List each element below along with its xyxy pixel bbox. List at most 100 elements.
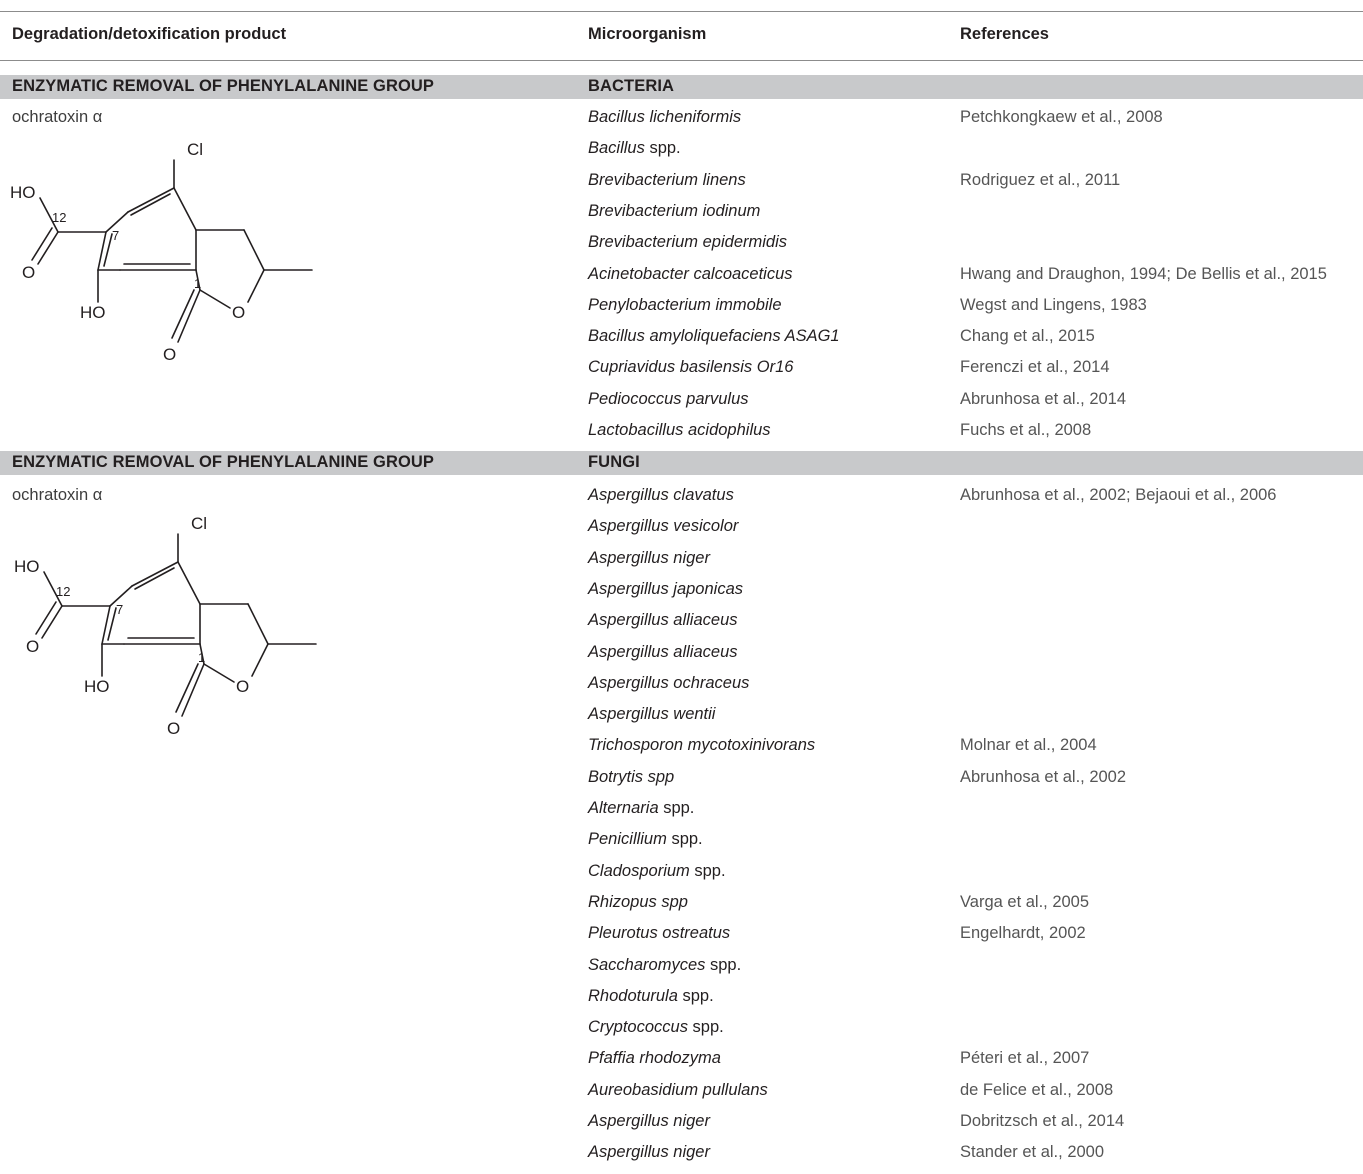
- species-name: Pleurotus ostreatus: [588, 924, 731, 943]
- table-row: Brevibacterium epidermidis: [0, 233, 1363, 264]
- reference-cell: Petchkongkaew et al., 2008: [960, 108, 1163, 126]
- reference-cell: Abrunhosa et al., 2014: [960, 389, 1127, 408]
- ochratoxin-alpha-structure: Cl HO HO O O O 12 7 1: [14, 514, 317, 738]
- table-row: Botrytis spp Abrunhosa et al., 2002: [0, 768, 1363, 799]
- reference-cell: de Felice et al., 2008: [960, 1080, 1114, 1099]
- reference-cell: Fuchs et al., 2008: [960, 421, 1092, 439]
- microorganism-cell: Aspergillus vesicolor: [588, 517, 738, 536]
- microorganism-cell: Brevibacterium iodinum: [588, 202, 760, 221]
- microorganism-cell: Pediococcus parvulus: [588, 390, 749, 409]
- table-row: Cryptococcus spp.: [0, 1018, 1363, 1049]
- species-name: Penylobacterium immobile: [588, 295, 782, 314]
- carbon-number-7: 7: [112, 228, 119, 243]
- microorganism-cell: Aspergillus japonicas: [588, 580, 743, 599]
- reference-cell: Chang et al., 2015: [960, 327, 1095, 346]
- lactone-oxygen-label: O: [167, 719, 180, 738]
- microorganism-cell: Aspergillus ochraceus: [588, 674, 749, 693]
- microorganism-cell: Aspergillus wentii: [588, 705, 715, 724]
- microorganism-cell: Pfaffia rhodozyma: [588, 1049, 721, 1068]
- microorganism-cell: Brevibacterium epidermidis: [588, 233, 787, 252]
- species-suffix: spp.: [689, 861, 726, 880]
- table-row: Penicillium spp.: [0, 830, 1363, 861]
- section-bar-fungi: ENZYMATIC REMOVAL OF PHENYLALANINE GROUP…: [0, 451, 1363, 475]
- microorganism-cell: Lactobacillus acidophilus: [588, 421, 771, 440]
- microorganism-cell: Rhodoturula spp.: [588, 987, 714, 1006]
- microorganism-cell: Cupriavidus basilensis Or16: [588, 358, 793, 377]
- microorganism-cell: Penicillium spp.: [588, 830, 703, 849]
- table-row: Brevibacterium linens Rodriguez et al., 2…: [0, 171, 1363, 202]
- table-top-rule: [0, 11, 1363, 12]
- microorganism-cell: Trichosporon mycotoxinivorans: [588, 736, 815, 755]
- microorganism-cell: Penylobacterium immobile: [588, 296, 782, 315]
- species-suffix: spp.: [687, 1018, 724, 1037]
- ring-oxygen-label: O: [236, 677, 249, 696]
- hydroxyl-bottom-label: HO: [84, 677, 110, 696]
- product-name: ochratoxin α: [12, 108, 103, 126]
- section-group-label: FUNGI: [588, 453, 640, 471]
- microorganism-cell: Aureobasidium pullulans: [588, 1081, 768, 1100]
- table-row: Rhodoturula spp.: [0, 987, 1363, 1018]
- species-name: Aspergillus japonicas: [588, 579, 744, 598]
- species-name: Bacillus: [588, 139, 645, 158]
- species-name: Rhodoturula: [588, 986, 678, 1005]
- microorganism-cell: Alternaria spp.: [588, 799, 694, 818]
- species-name: Brevibacterium linens: [588, 170, 746, 189]
- reference-cell: Stander et al., 2000: [960, 1143, 1105, 1162]
- hydroxyl-bottom-label: HO: [80, 303, 106, 322]
- reference-cell: Rodriguez et al., 2011: [960, 170, 1121, 189]
- acid-oxygen-label: O: [26, 637, 39, 656]
- carbon-number-12: 12: [56, 584, 70, 599]
- microorganism-cell: Rhizopus spp: [588, 893, 688, 912]
- species-name: Aspergillus niger: [588, 548, 710, 567]
- section-title: ENZYMATIC REMOVAL OF PHENYLALANINE GROUP: [12, 453, 435, 471]
- table-row: Pediococcus parvulus Abrunhosa et al., 20…: [0, 390, 1363, 421]
- reference-cell: Wegst and Lingens, 1983: [960, 295, 1147, 314]
- microorganism-cell: Brevibacterium linens: [588, 171, 746, 190]
- species-name: Pediococcus parvulus: [588, 389, 749, 408]
- species-suffix: spp.: [658, 799, 695, 817]
- table-row: Aspergillus wentii: [0, 705, 1363, 736]
- species-name: Cryptococcus: [588, 1018, 688, 1037]
- section-group-label: BACTERIA: [588, 77, 675, 95]
- species-name: Bacillus amyloliquefaciens ASAG1: [588, 327, 840, 346]
- microorganism-cell: Cryptococcus spp.: [588, 1018, 724, 1037]
- hydroxyl-top-label: HO: [10, 183, 36, 202]
- microorganism-cell: Pleurotus ostreatus: [588, 924, 730, 943]
- table-row: Lactobacillus acidophilus Fuchs et al., 2…: [0, 421, 1363, 452]
- table-row: Trichosporon mycotoxinivorans Molnar et a…: [0, 736, 1363, 767]
- species-suffix: spp.: [677, 986, 714, 1005]
- ring-oxygen-label: O: [232, 303, 245, 322]
- table-row: Bacillus amyloliquefaciens ASAG1 Chang et…: [0, 327, 1363, 358]
- table-header-rule: [0, 60, 1363, 61]
- microorganism-cell: Botrytis spp: [588, 768, 674, 787]
- species-suffix: spp.: [666, 830, 703, 849]
- species-name: Brevibacterium epidermidis: [588, 233, 787, 252]
- microorganism-cell: Bacillus amyloliquefaciens ASAG1: [588, 327, 840, 346]
- table-row: Brevibacterium iodinum: [0, 202, 1363, 233]
- table-row: Alternaria spp.: [0, 799, 1363, 830]
- product-name: ochratoxin α: [12, 486, 103, 504]
- reference-cell: Molnar et al., 2004: [960, 736, 1097, 755]
- microorganism-cell: Aspergillus niger: [588, 549, 710, 568]
- reference-cell: Abrunhosa et al., 2002: [960, 767, 1127, 786]
- species-suffix: spp.: [644, 139, 681, 158]
- table-row: Aspergillus alliaceus: [0, 611, 1363, 642]
- microorganism-cell: Bacillus licheniformis: [588, 108, 741, 127]
- microorganism-cell: Saccharomyces spp.: [588, 956, 741, 975]
- column-header-product: Degradation/detoxification product: [12, 25, 287, 43]
- reference-cell: Engelhardt, 2002: [960, 924, 1086, 943]
- table-row: Pleurotus ostreatus Engelhardt, 2002: [0, 924, 1363, 955]
- reference-cell: Varga et al., 2005: [960, 892, 1090, 911]
- species-name: Alternaria: [588, 799, 659, 817]
- microorganism-cell: Aspergillus niger: [588, 1112, 710, 1131]
- species-name: Brevibacterium iodinum: [588, 201, 761, 220]
- column-header-references: References: [960, 25, 1049, 43]
- species-name: Aureobasidium pullulans: [588, 1080, 768, 1099]
- species-name: Aspergillus alliaceus: [588, 642, 738, 661]
